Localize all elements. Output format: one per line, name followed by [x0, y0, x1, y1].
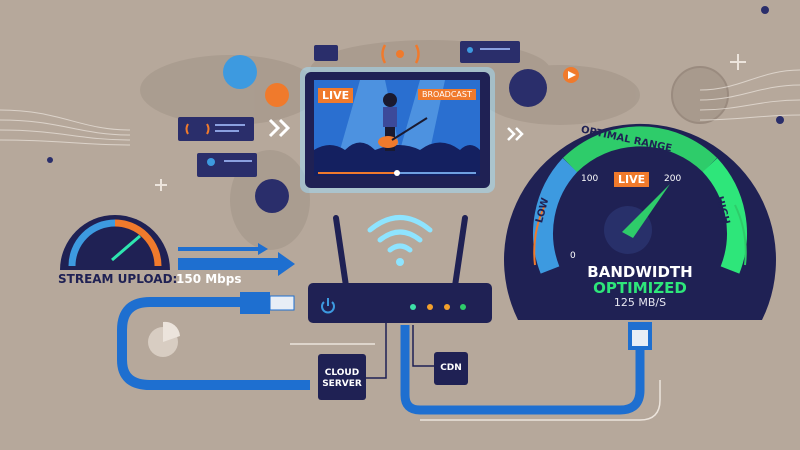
- cloud-server-label: CLOUD SERVER: [322, 368, 362, 389]
- bandwidth-status: OPTIMIZED: [593, 279, 687, 297]
- cloud-server: CLOUD SERVER: [318, 354, 366, 400]
- bandwidth-gauge: [503, 123, 776, 320]
- crowd: [314, 142, 480, 176]
- data-lines-right: [699, 69, 800, 121]
- broadcast-icon: [185, 123, 210, 135]
- data-lines-left: [0, 109, 131, 146]
- gauge-live-badge: LIVE: [614, 172, 650, 187]
- chevrons-icon: [268, 118, 291, 138]
- user-avatar-icon: [265, 83, 289, 107]
- upload-arrows: [178, 243, 295, 276]
- user-avatar-icon: [509, 69, 547, 107]
- wifi-icon: [367, 215, 433, 266]
- chat-bubble-icon: [197, 153, 257, 177]
- zone-low: [533, 158, 578, 274]
- tick-200: 200: [664, 174, 682, 184]
- chat-bubble-icon: [460, 41, 520, 63]
- upload-gauge: [60, 215, 170, 270]
- globe-icon: [671, 66, 729, 124]
- user-avatar-icon: [223, 55, 257, 89]
- zone-high: [702, 158, 747, 274]
- cdn-label: CDN: [440, 363, 462, 373]
- chat-bubble-icon: [178, 117, 254, 141]
- dot: [761, 6, 769, 14]
- gauge-needle: [622, 184, 670, 238]
- tv-broadcast-badge: BROADCAST: [418, 89, 476, 100]
- guitarist: [378, 93, 428, 151]
- power-icon: [321, 298, 335, 314]
- ethernet-plug-icon: [240, 292, 295, 314]
- ethernet-plug-icon: [628, 322, 652, 350]
- cdn: CDN: [434, 352, 468, 385]
- upload-value: 150 Mbps: [176, 272, 242, 286]
- ethernet-cable-right: [400, 325, 645, 415]
- bandwidth-title: BANDWIDTH: [587, 263, 693, 281]
- tv-live-badge: LIVE: [318, 88, 354, 103]
- user-avatar-icon: [255, 179, 289, 213]
- tv-progress-knob: [394, 170, 400, 176]
- gauge-needle: [111, 234, 141, 262]
- plus-decoration: [730, 54, 746, 70]
- bandwidth-value: 125 MB/S: [613, 296, 667, 309]
- chat-bubble-icon: [314, 45, 338, 61]
- zone-optimal: [563, 126, 717, 173]
- upload-label: STREAM UPLOAD:: [58, 272, 178, 286]
- ethernet-cable-left: [117, 297, 310, 390]
- tick-0: 0: [570, 251, 576, 261]
- router: [308, 215, 492, 323]
- tv-progress-fill: [318, 172, 397, 174]
- tick-100: 100: [581, 174, 599, 184]
- pie-chart-icon: [148, 321, 180, 357]
- bandwidth-readout: BANDWIDTH OPTIMIZED 125 MB/S: [540, 264, 740, 310]
- broadcast-icon: [381, 44, 420, 64]
